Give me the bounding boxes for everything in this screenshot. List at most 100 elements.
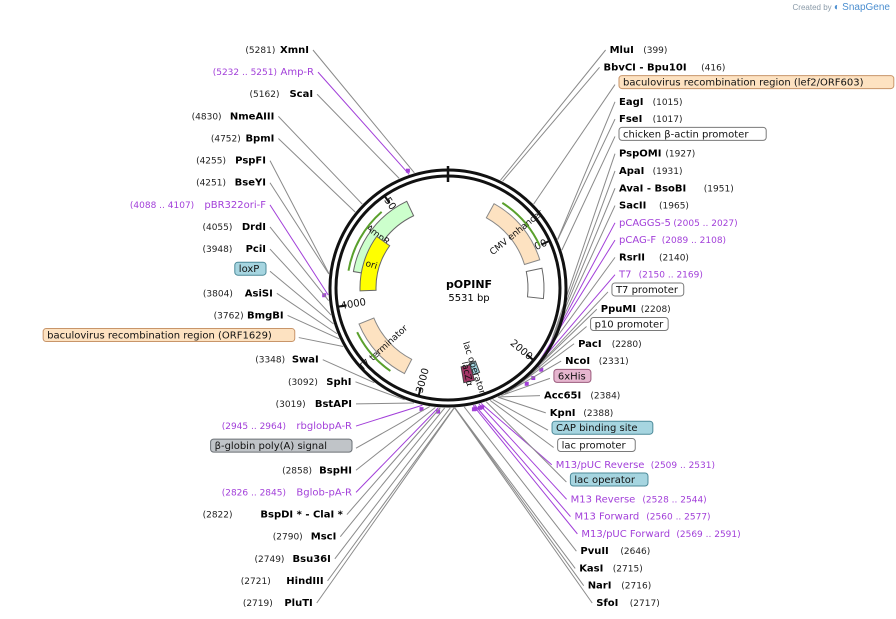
label-name: M13/pUC Reverse xyxy=(556,460,645,471)
ring-tick xyxy=(526,353,534,361)
label-position: (4251) xyxy=(196,179,226,189)
label-position: (399) xyxy=(643,46,667,56)
label-nari[interactable]: NarI(2716) xyxy=(588,581,652,592)
leader-line xyxy=(504,360,562,395)
label-rbglobpa-r[interactable]: rbglobpA-R(2945 .. 2964) xyxy=(222,421,352,432)
label-pcag-f[interactable]: pCAG-F(2089 .. 2108) xyxy=(619,235,726,246)
feature-tag-box xyxy=(618,75,895,90)
label-swai[interactable]: SwaI(3348) xyxy=(255,355,319,366)
label-pluti[interactable]: PluTI(2719) xyxy=(243,598,313,609)
feature-cmv-enhancer[interactable] xyxy=(485,203,541,266)
label-m13-reverse[interactable]: M13 Reverse(2528 .. 2544) xyxy=(571,494,707,505)
label-kpni[interactable]: KpnI(2388) xyxy=(550,408,614,419)
label-pbr322ori-f[interactable]: pBR322ori-F(4088 .. 4107) xyxy=(130,200,266,211)
label-lac-operator[interactable]: lac operator xyxy=(569,472,649,487)
leader-line xyxy=(501,377,551,396)
label-position: (2150 .. 2169) xyxy=(639,271,703,281)
direction-arc xyxy=(356,331,391,372)
feature-lacz[interactable] xyxy=(460,364,476,384)
label-amp-r[interactable]: Amp-R(5232 .. 5251) xyxy=(213,67,314,78)
label-position: (2208) xyxy=(641,305,671,315)
label-bbvci-bpu10i[interactable]: BbvCI - Bpu10I(416) xyxy=(604,62,726,73)
label-drdi[interactable]: DrdI(4055) xyxy=(202,222,266,233)
label-ncoi[interactable]: NcoI(2331) xyxy=(565,356,629,367)
feature-tag-box xyxy=(234,261,267,276)
label-name: PciI xyxy=(246,244,266,255)
feature-t7-terminator[interactable] xyxy=(358,317,413,375)
label-sphi[interactable]: SphI(3092) xyxy=(288,377,352,388)
label-bglob-pa-r[interactable]: Bglob-pA-R(2826 .. 2845) xyxy=(222,487,352,498)
feature-label: ori xyxy=(364,259,378,272)
label-asisi[interactable]: AsiSI(3804) xyxy=(203,288,273,299)
label-position: (3092) xyxy=(288,378,318,388)
label-sacii[interactable]: SacII(1965) xyxy=(619,201,689,212)
label-position: (2945 .. 2964) xyxy=(222,422,286,432)
label-pvuii[interactable]: PvuII(2646) xyxy=(580,546,650,557)
feature-tag-text: lac promoter xyxy=(562,440,627,451)
label-position: (1927) xyxy=(665,150,695,160)
label-name: BspHI xyxy=(319,465,352,476)
label-lac-promoter[interactable]: lac promoter xyxy=(557,437,636,452)
label-6xhis[interactable]: 6xHis xyxy=(553,368,592,383)
label-bsphi[interactable]: BspHI (2858) xyxy=(282,465,352,476)
label-fsei[interactable]: FseI(1017) xyxy=(619,114,683,125)
label-m13-puc-forward[interactable]: M13/pUC Forward(2569 .. 2591) xyxy=(581,529,740,540)
label-ppumi[interactable]: PpuMI(2208) xyxy=(601,304,671,315)
label-msci[interactable]: MscI(2790) xyxy=(273,532,337,543)
label-position: (1017) xyxy=(653,115,683,125)
label-position: (2509 .. 2531) xyxy=(651,461,715,471)
label-bstapi[interactable]: BstAPI(3019) xyxy=(276,399,352,410)
label-m13-puc-reverse[interactable]: M13/pUC Reverse (2509 .. 2531) xyxy=(556,460,715,471)
label-pspomi[interactable]: PspOMI(1927) xyxy=(619,149,695,160)
label-bpmi[interactable]: BpmI(4752) xyxy=(211,133,275,144)
label-chicken-actin-promoter[interactable]: chicken β-actin promoter xyxy=(618,126,767,141)
label-kasi[interactable]: KasI(2715) xyxy=(579,563,643,574)
label-bspdi-clai[interactable]: BspDI * - ClaI *(2822) xyxy=(203,510,344,521)
label-avai-bsobi[interactable]: AvaI - BsoBI(1951) xyxy=(619,183,734,194)
label-pcii[interactable]: PciI(3948) xyxy=(202,244,266,255)
label-sfoi[interactable]: SfoI(2717) xyxy=(596,598,660,609)
label-globin-poly-a-signal[interactable]: β-globin poly(A) signal xyxy=(210,438,353,453)
label-bsu36i[interactable]: Bsu36I(2749) xyxy=(255,554,331,565)
label-t7-promoter[interactable]: T7 promoter xyxy=(611,282,685,297)
label-position: (2858) xyxy=(282,466,312,476)
leader-line xyxy=(355,402,414,405)
label-name: pCAG-F xyxy=(619,235,656,246)
leader-line xyxy=(489,399,554,448)
label-p10-promoter[interactable]: p10 promoter xyxy=(590,317,669,331)
label-bmgbi[interactable]: BmgBI(3762) xyxy=(214,310,284,321)
ring-tick-label: 2000 xyxy=(508,338,535,363)
leader-line xyxy=(355,404,423,427)
label-scai[interactable]: ScaI(5162) xyxy=(250,89,314,100)
label-name: BbvCI - Bpu10I xyxy=(604,62,687,73)
label-name: MscI xyxy=(311,532,337,543)
feature-ori[interactable] xyxy=(359,235,391,292)
label-position: (2717) xyxy=(630,599,660,609)
label-bseyi[interactable]: BseYI(4251) xyxy=(196,178,266,189)
label-rsrii[interactable]: RsrII(2140) xyxy=(619,252,689,263)
label-xmni[interactable]: XmnI(5281) xyxy=(245,45,309,56)
label-nmeaiii[interactable]: NmeAIII(4830) xyxy=(192,111,275,122)
label-pcaggs-5[interactable]: pCAGGS-5(2005 .. 2027) xyxy=(619,218,738,229)
label-apai[interactable]: ApaI(1931) xyxy=(619,166,683,177)
feature-unlabeled[interactable] xyxy=(525,267,545,300)
leader-line xyxy=(510,343,575,391)
label-cap-binding-site[interactable]: CAP binding site xyxy=(551,420,654,435)
label-pspfi[interactable]: PspFI(4255) xyxy=(196,156,266,167)
label-baculovirus-recombination-region-orf1629[interactable]: baculovirus recombination region (ORF162… xyxy=(42,328,296,343)
label-name: PspFI xyxy=(235,156,266,167)
label-name: NarI xyxy=(588,581,612,592)
label-loxp[interactable]: loxP xyxy=(234,261,267,276)
label-acc65i[interactable]: Acc65I(2384) xyxy=(544,391,620,402)
label-hindiii[interactable]: HindIII(2721) xyxy=(241,576,324,587)
label-mlui[interactable]: MluI(399) xyxy=(610,45,668,56)
leader-line xyxy=(530,239,616,376)
label-position: (2280) xyxy=(612,340,642,350)
label-m13-forward[interactable]: M13 Forward(2560 .. 2577) xyxy=(574,512,710,523)
label-baculovirus-recombination-region-lef2-orf603[interactable]: baculovirus recombination region (lef2/O… xyxy=(618,75,895,90)
label-eagi[interactable]: EagI(1015) xyxy=(619,97,683,108)
label-paci[interactable]: PacI(2280) xyxy=(578,339,642,350)
label-name: Bsu36I xyxy=(293,554,331,565)
label-t7[interactable]: T7(2150 .. 2169) xyxy=(618,270,703,281)
feature-tag-box xyxy=(590,317,669,331)
